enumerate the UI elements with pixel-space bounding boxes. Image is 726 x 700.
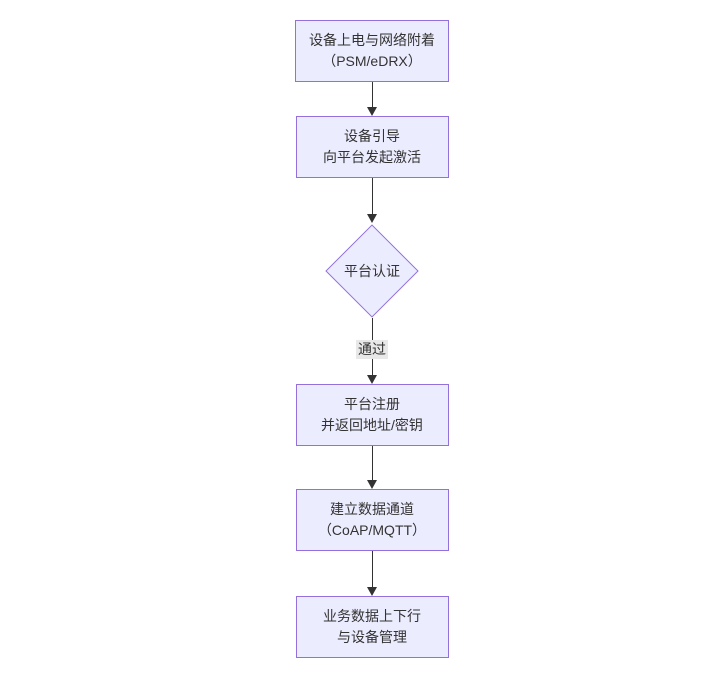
edge-power-to-bootstrap [342,82,402,116]
node-platform-register: 平台注册 并返回地址/密钥 [295,384,449,446]
node-text-line: 业务数据上下行 [323,608,421,624]
node-text-line: 与设备管理 [337,629,407,645]
node-text-line: 向平台发起激活 [323,149,421,165]
node-bootstrap: 设备引导 向平台发起激活 [295,116,449,178]
edge-line [371,446,373,480]
edge-channel-to-business [342,551,402,596]
edge-auth-to-register: 通过 [342,318,402,384]
node-text-line: 并返回地址/密钥 [321,417,423,433]
node-text-line: （PSM/eDRX） [322,53,422,69]
node-text-line: （CoAP/MQTT） [317,522,427,538]
edge-register-to-channel [342,446,402,489]
node-text-line: 设备上电与网络附着 [309,32,435,48]
edge-line [371,82,373,107]
edge-bootstrap-to-auth [342,178,402,223]
node-text-line: 设备引导 [344,128,400,144]
arrow-down-icon [367,480,377,489]
node-text-line: 建立数据通道 [330,501,414,517]
node-platform-auth: 平台认证 [321,223,423,318]
arrow-down-icon [367,107,377,116]
arrow-down-icon [367,587,377,596]
edge-line [371,551,373,587]
edge-line [371,178,373,214]
edge-label: 通过 [356,339,388,359]
node-power-attach: 设备上电与网络附着 （PSM/eDRX） [295,20,449,82]
node-text-line: 平台注册 [344,396,400,412]
arrow-down-icon [367,214,377,223]
node-business-data: 业务数据上下行 与设备管理 [295,596,449,658]
flow-column: 设备上电与网络附着 （PSM/eDRX） 设备引导 向平台发起激活 平台认证 通… [295,20,449,658]
arrow-down-icon [367,375,377,384]
node-data-channel: 建立数据通道 （CoAP/MQTT） [295,489,449,551]
node-text-line: 平台认证 [344,262,400,279]
